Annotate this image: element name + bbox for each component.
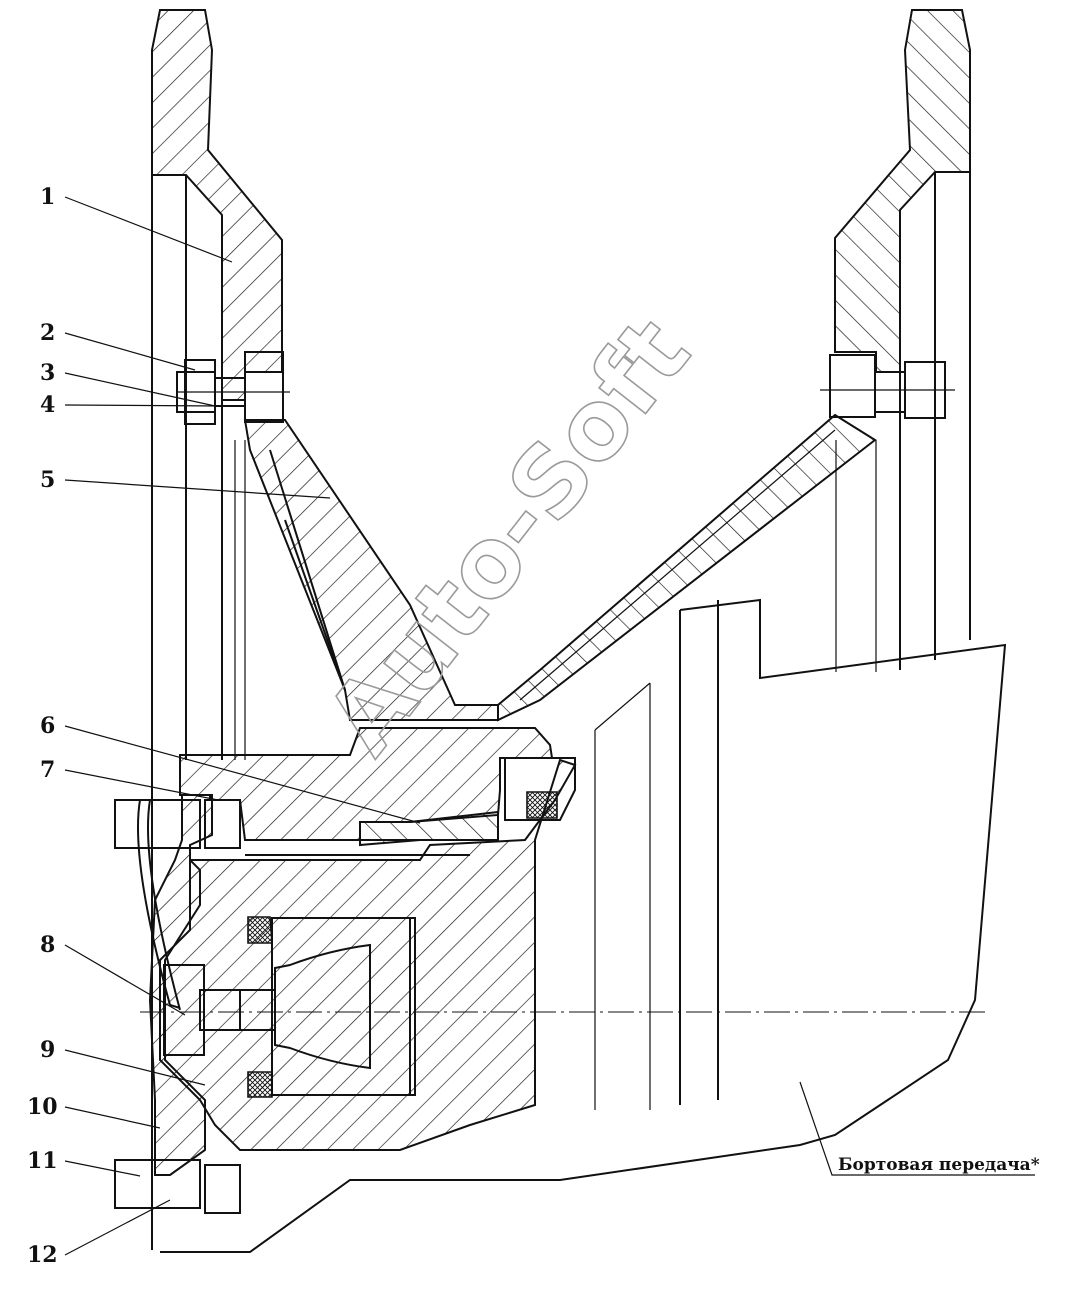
- callout-3: 3: [40, 360, 55, 386]
- left-rim: [151, 9, 283, 1250]
- callout-9: 9: [40, 1037, 55, 1063]
- right-rim: [834, 9, 971, 672]
- callout-12: 12: [27, 1242, 58, 1268]
- callout-5: 5: [40, 467, 55, 493]
- callout-4: 4: [40, 392, 55, 418]
- callout-7: 7: [40, 757, 55, 783]
- callout-2: 2: [40, 320, 55, 346]
- callout-6: 6: [40, 713, 55, 739]
- final-drive-caption: Бортовая передача*: [838, 1155, 1040, 1175]
- callout-11: 11: [27, 1148, 58, 1174]
- right-bolt-assembly: [820, 354, 955, 419]
- axle-housing: [159, 758, 577, 1151]
- left-bolt-assembly: [176, 351, 290, 425]
- callout-8: 8: [40, 932, 55, 958]
- leader-lines: [64, 196, 1035, 1256]
- final-drive-housing: [160, 598, 1007, 1253]
- callout-10: 10: [27, 1094, 58, 1120]
- wheel-disc: [243, 413, 877, 722]
- seals: [247, 757, 576, 1098]
- callout-1: 1: [40, 184, 55, 210]
- hub-cap-plate: [114, 794, 241, 1214]
- hub-body: [179, 727, 554, 856]
